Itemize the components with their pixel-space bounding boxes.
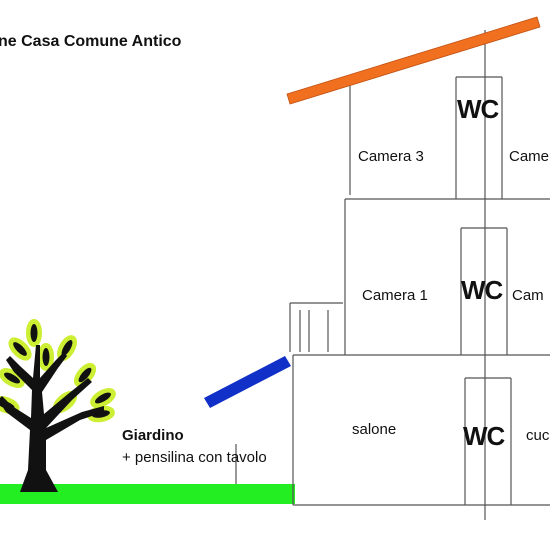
room-label-camera-1: Camera 1 bbox=[362, 287, 428, 304]
lawn bbox=[0, 484, 295, 504]
room-label-camera-3: Camera 3 bbox=[358, 148, 424, 165]
room-label-cucina-partial: cuc bbox=[526, 427, 550, 444]
roof bbox=[286, 16, 541, 105]
wc-label-top: WC bbox=[457, 94, 499, 124]
garden-note: + pensilina con tavolo bbox=[122, 449, 267, 466]
garden-label: Giardino bbox=[122, 427, 184, 444]
room-label-salone: salone bbox=[352, 421, 397, 438]
room-label-camera-partial-top: Came bbox=[509, 148, 550, 165]
room-label-camera-partial-middle: Cam bbox=[512, 287, 544, 304]
canopy bbox=[204, 356, 291, 408]
olive-tree bbox=[0, 319, 116, 492]
wc-label-bottom: WC bbox=[463, 421, 505, 451]
page-title: ne Casa Comune Antico bbox=[0, 33, 182, 50]
wc-label-middle: WC bbox=[461, 275, 503, 305]
